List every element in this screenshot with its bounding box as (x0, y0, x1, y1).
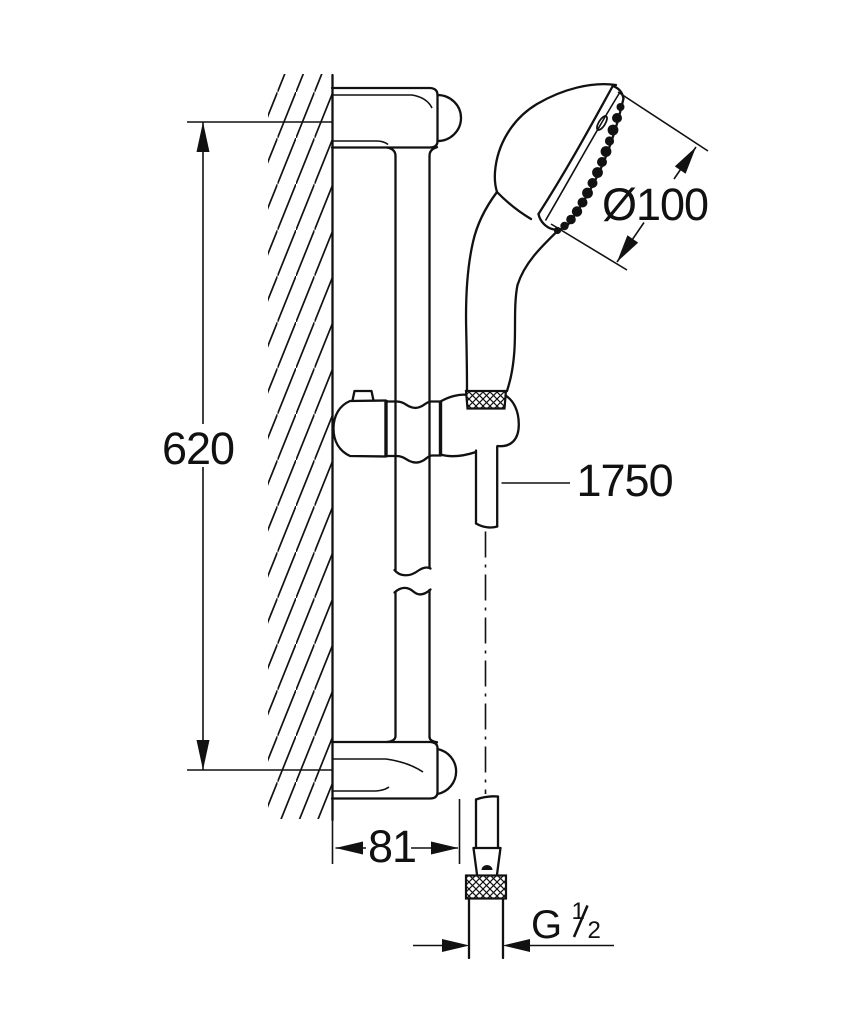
dimension-hose-length: 1750 (501, 455, 674, 506)
rail-break-upper-wave (393, 566, 432, 577)
bottom-bracket-outline (330, 740, 439, 800)
dimG12-prefix: G (531, 903, 561, 947)
grip-lobe-bottom (439, 450, 478, 458)
handle-neck-joint (495, 190, 533, 221)
slider-knob (332, 399, 388, 458)
spray-nozzle-dots (553, 103, 625, 235)
hose-break-edge (474, 522, 499, 529)
hose-end-top-edge (474, 795, 500, 801)
dim100-extension-1 (617, 91, 709, 152)
dimension-head-diameter: Ø100 (550, 91, 709, 271)
shower-rail (330, 86, 463, 800)
dimension-rail-height: 620 (162, 121, 332, 771)
hose-end-tube (474, 795, 500, 850)
dimension-thread-size: G 1 2 (413, 898, 614, 952)
grip-lobe-right (496, 394, 520, 448)
head-back-dome (493, 83, 618, 194)
bottom-fillet-right (428, 735, 439, 744)
hose-knurled-nut (464, 874, 508, 900)
handle-left-edge (464, 190, 499, 393)
head-top-corner (611, 84, 625, 100)
shower-handle (464, 190, 560, 410)
top-bracket-chamfer-2 (332, 140, 389, 146)
dim1750-label: 1750 (577, 455, 673, 506)
bottom-bracket-chamfer-2 (332, 786, 390, 792)
slider-knob-tab (351, 389, 375, 402)
dim100-arrow-upper (674, 147, 696, 174)
dim620-label: 620 (162, 423, 234, 474)
bottom-bracket-dome (436, 747, 458, 796)
head-face-rim-outer (537, 85, 614, 216)
dimG12-numerator: 1 (572, 898, 585, 925)
dimG12-arrow-left (442, 939, 470, 952)
handle-knurled-nut (464, 389, 508, 410)
dimG12-fraction-slash (572, 904, 589, 938)
top-bracket-outline (330, 86, 439, 149)
hose-connector-cone (472, 846, 502, 876)
grip-lobe-top (439, 393, 468, 403)
hand-shower-head (493, 83, 625, 235)
handle-right-edge (505, 229, 560, 393)
dim620-arrow-up (196, 122, 210, 152)
top-bracket-chamfer-1 (332, 94, 433, 109)
dim100-arrow-lower (617, 235, 639, 262)
wall-section (268, 73, 334, 864)
head-face-rim-inner (544, 92, 621, 221)
slider-body-bottom-edge (384, 454, 443, 464)
wall-hatch-pattern (268, 74, 332, 819)
slider-body-top-edge (384, 400, 443, 410)
rail-break-lower-wave (393, 586, 432, 596)
dim81-arrow-right (431, 841, 459, 855)
bottom-bracket-chamfer-1 (332, 758, 424, 773)
dim100-extension-2 (550, 223, 628, 271)
dim81-arrow-left (335, 841, 363, 855)
dimG12-arrow-right (502, 939, 530, 952)
dimG12-denominator: 2 (588, 917, 601, 944)
head-face-slot (596, 115, 608, 131)
top-bracket-dome (436, 93, 463, 143)
shower-hose (464, 445, 508, 960)
dimension-bracket-depth: 81 (335, 799, 461, 872)
dim81-label: 81 (368, 821, 416, 872)
slider-holder (332, 389, 520, 464)
top-fillet-left (385, 146, 397, 158)
dim100-label: Ø100 (602, 179, 708, 230)
hose-connector-detail (481, 865, 493, 870)
rail-tube-lower (394, 588, 431, 739)
rail-tube-upper (394, 154, 431, 572)
dim620-arrow-down (196, 740, 210, 770)
hose-thread-tube (467, 897, 505, 960)
